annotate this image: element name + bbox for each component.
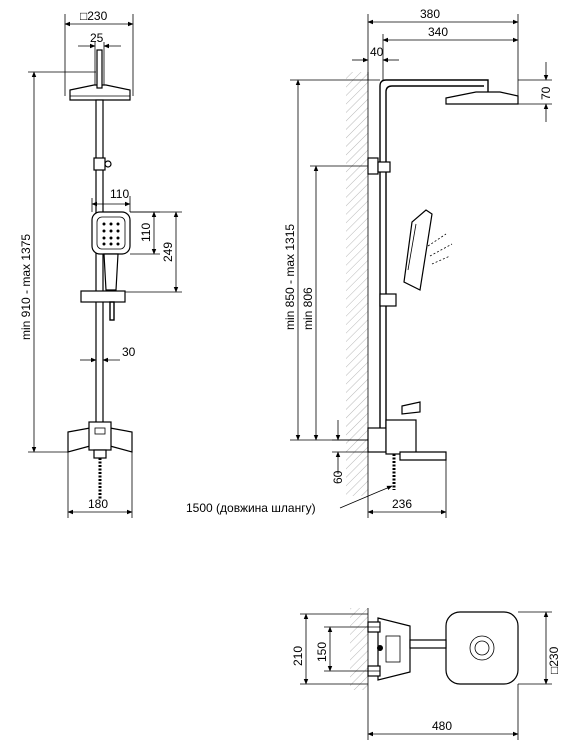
height-adjuster <box>93 157 106 171</box>
dim-plan-head-size: □230 <box>547 646 561 674</box>
dim-spout-height: 60 <box>331 470 345 484</box>
plan-view: 210 150 □230 480 <box>291 608 561 740</box>
side-view: 380 340 40 70 min 850 - <box>186 7 553 518</box>
spray-nozzles <box>102 222 120 246</box>
mixer-right-wing <box>109 427 133 453</box>
hand-shower-handle <box>103 253 119 291</box>
plan-shower-head <box>445 611 519 685</box>
dim-arm-length: 340 <box>428 25 448 39</box>
dim-stem-width: 25 <box>90 31 104 45</box>
side-hand-shower <box>403 209 433 291</box>
side-spout <box>399 451 447 461</box>
dim-spout-reach: 236 <box>392 497 412 511</box>
dim-arm-total: 380 <box>420 7 440 21</box>
shower-arm-stem <box>96 49 103 89</box>
dim-handset-width: 110 <box>110 187 129 201</box>
mixer-body <box>88 421 112 451</box>
hose-leader <box>339 485 393 509</box>
dim-min-height: min 806 <box>301 287 315 330</box>
mixer-left-wing <box>67 427 91 453</box>
shower-bar <box>95 99 104 431</box>
plan-spout <box>409 639 447 649</box>
side-handset-holder <box>379 293 397 307</box>
plan-wall <box>350 608 368 690</box>
dim-inlet-spacing: 150 <box>315 642 329 662</box>
wall-bracket-upper <box>367 157 379 175</box>
dim-mixer-width: 180 <box>88 497 108 511</box>
dim-total-depth: 480 <box>432 719 452 733</box>
shower-arm <box>379 79 489 440</box>
plan-mixer-body <box>377 617 411 681</box>
hand-shower-head <box>91 211 131 255</box>
side-mixer-lever <box>401 401 421 415</box>
front-view: □230 25 110 <box>19 9 182 518</box>
dim-handset-head-height: 110 <box>139 223 153 242</box>
dim-bar-offset: 30 <box>122 345 136 359</box>
dim-handset-length: 249 <box>161 242 175 262</box>
dim-head-height: 70 <box>539 86 553 100</box>
dim-mount-spacing: 210 <box>291 646 305 666</box>
spray-lines <box>427 233 453 265</box>
side-shower-head <box>445 91 519 105</box>
hose-length-label: 1500 (довжина шлангу) <box>186 501 316 515</box>
side-mixer-mount <box>367 427 387 453</box>
dim-side-height-range: min 850 - max 1315 <box>283 224 297 330</box>
dim-wall-offset: 40 <box>370 45 384 59</box>
handset-holder <box>80 290 126 303</box>
side-mixer-body <box>385 419 417 455</box>
wall <box>346 72 368 496</box>
dim-front-height-range: min 910 - max 1375 <box>19 234 33 340</box>
dim-head-size: □230 <box>80 9 108 23</box>
